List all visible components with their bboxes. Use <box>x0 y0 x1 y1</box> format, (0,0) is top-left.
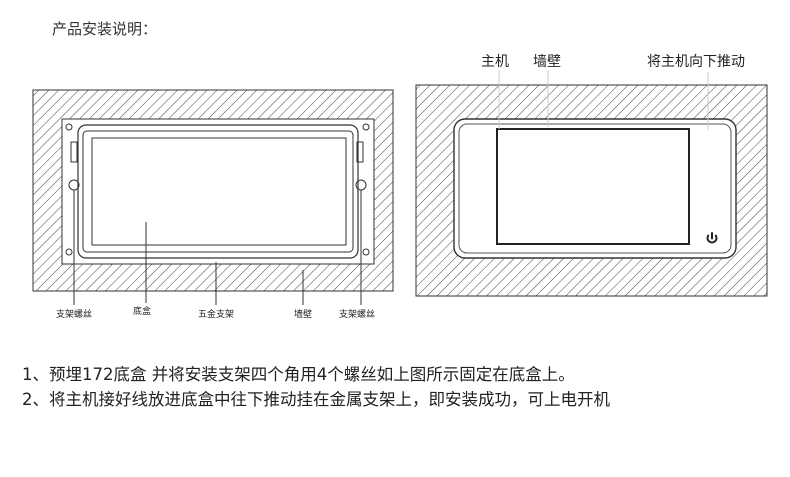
instruction-step-1: 1、预埋172底盒 并将安装支架四个角用4个螺丝如上图所示固定在底盒上。 <box>22 365 575 384</box>
left-clip <box>70 141 78 163</box>
label-bottom-box: 底盒 <box>133 305 151 317</box>
left-wall-diagram: 支架螺丝 底盒 五金支架 墙壁 支架螺丝 <box>32 89 394 320</box>
right-clip <box>356 141 364 163</box>
hardware-bracket-inner <box>82 130 354 253</box>
label-hardware-bracket: 五金支架 <box>198 308 234 320</box>
label-wall-right: 墙壁 <box>533 54 561 70</box>
instruction-step-2: 2、将主机接好线放进底盒中往下推动挂在金属支架上，即安装成功，可上电开机 <box>22 390 610 409</box>
power-icon <box>706 232 718 244</box>
label-bracket-screw-right: 支架螺丝 <box>339 308 375 320</box>
label-bracket-screw-left: 支架螺丝 <box>56 308 92 320</box>
label-host: 主机 <box>481 54 509 70</box>
label-push-down: 将主机向下推动 <box>647 54 745 70</box>
label-wall-left: 墙壁 <box>294 308 312 320</box>
corner-screws <box>65 123 370 256</box>
bottom-box-inner <box>91 137 347 246</box>
right-wall-diagram: 主机 墙壁 将主机向下推动 <box>415 54 768 297</box>
page-title: 产品安装说明： <box>52 20 158 38</box>
host-screen <box>496 128 690 245</box>
